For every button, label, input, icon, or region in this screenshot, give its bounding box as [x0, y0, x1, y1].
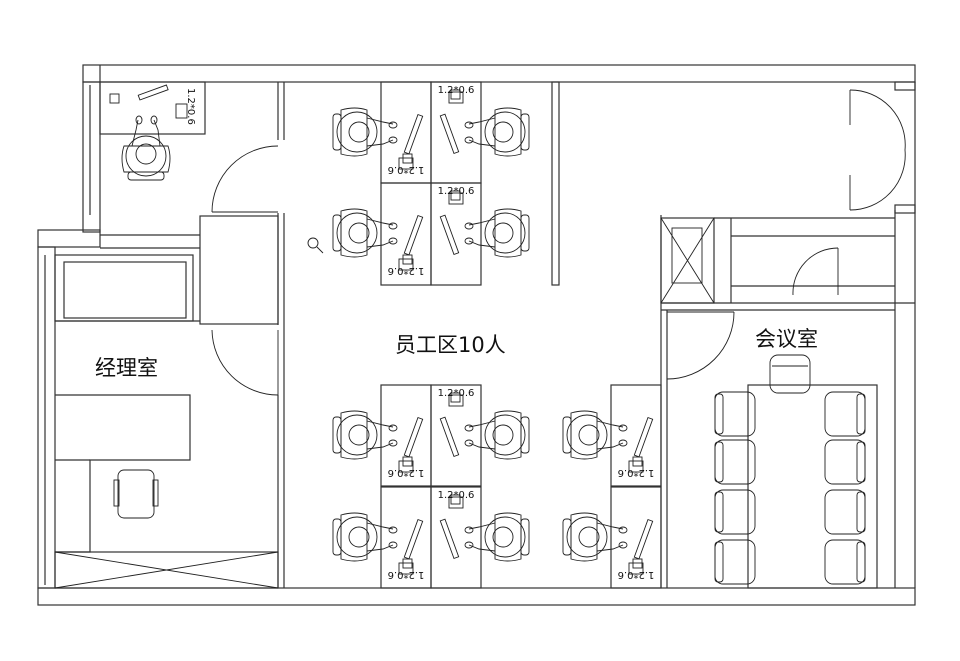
monitor-icon — [633, 518, 654, 560]
workstation-desk: 1.2*0.6 — [380, 81, 432, 184]
monitor-icon — [439, 518, 460, 560]
monitor-icon — [403, 518, 424, 560]
monitor-icon — [439, 214, 460, 256]
meeting-chair — [714, 489, 756, 535]
desk-size-label: 1.2*0.6 — [618, 467, 655, 478]
room-label-staff-area: 员工区10人 — [395, 333, 506, 357]
phone-icon — [402, 558, 413, 569]
small-office-desk: 1.2*0.6 — [99, 81, 206, 135]
meeting-chair — [714, 391, 756, 437]
desk-size-label: 1.2*0.6 — [438, 85, 475, 96]
phone-icon — [402, 153, 413, 164]
tray-icon — [448, 394, 464, 407]
meeting-chair — [824, 489, 866, 535]
meeting-chair — [714, 439, 756, 485]
tray-icon — [398, 562, 414, 575]
staff-person — [332, 512, 398, 562]
staff-person — [562, 512, 628, 562]
desk-size-label: 1.2*0.6 — [388, 265, 425, 276]
bottom-wall — [37, 587, 916, 606]
furniture: 1.2*0.6 1.2*0.6 1.2*0.6 1.2*0.6 1.2*0.6 1.2*0… — [99, 81, 866, 589]
staff-person — [332, 107, 398, 157]
phone-icon — [450, 89, 461, 100]
desk-size-label: 1.2*0.6 — [388, 569, 425, 580]
monitor-icon — [439, 416, 460, 458]
manager-chair — [113, 469, 159, 519]
staff-person — [464, 208, 530, 258]
meeting-chair — [824, 539, 866, 585]
room-label-meeting-room: 会议室 — [755, 327, 818, 351]
workstation-desk: 1.2*0.6 — [430, 486, 482, 589]
column-partition — [551, 81, 560, 286]
tray-icon — [448, 496, 464, 509]
desk-size-label: 1.2*0.6 — [438, 388, 475, 399]
meeting-room-door[interactable] — [666, 311, 735, 380]
top-wall — [82, 64, 916, 83]
desk-size-label: 1.2*0.6 — [388, 164, 425, 175]
small-office-person — [121, 115, 171, 181]
left-wall-lower — [37, 246, 56, 589]
phone-icon — [450, 190, 461, 201]
labels: 经理室 员工区10人 会议室 — [95, 327, 818, 380]
manager-office-door[interactable] — [211, 329, 279, 396]
monitor-icon — [633, 416, 654, 458]
phone-icon — [450, 392, 461, 403]
desk-size-label: 1.2*0.6 — [438, 490, 475, 501]
manager-cabinet — [54, 254, 194, 322]
workstation-desk: 1.2*0.6 — [380, 182, 432, 286]
left-wall-upper — [82, 81, 101, 233]
monitor-icon — [403, 214, 424, 256]
magnifier-icon — [307, 237, 324, 254]
storage-block — [199, 215, 279, 325]
desk-size-label: 1.2*0.6 — [618, 569, 655, 580]
phone-icon — [402, 456, 413, 467]
staff-person — [464, 107, 530, 157]
tray-icon — [448, 91, 464, 104]
desk-size-label: 1.2*0.6 — [185, 88, 196, 125]
workstation-desk: 1.2*0.6 — [610, 486, 662, 589]
printer-icon — [671, 227, 703, 284]
workstation-desk: 1.2*0.6 — [430, 81, 482, 184]
meeting-chair — [824, 439, 866, 485]
tray-icon — [628, 562, 644, 575]
meeting-chair — [824, 391, 866, 437]
staff-person — [332, 208, 398, 258]
desk-size-label: 1.2*0.6 — [388, 467, 425, 478]
tray-icon — [448, 192, 464, 205]
workstation-desk: 1.2*0.6 — [610, 384, 662, 487]
monitor-icon — [403, 416, 424, 458]
tray-icon — [398, 157, 414, 170]
phone-icon — [402, 254, 413, 265]
conference-table — [747, 384, 878, 589]
phone-icon — [632, 456, 643, 467]
storage-door[interactable] — [792, 247, 839, 296]
phone-icon — [632, 558, 643, 569]
workstation-desk: 1.2*0.6 — [430, 384, 482, 487]
desk-size-label: 1.2*0.6 — [438, 186, 475, 197]
manager-cabinet-bottom — [54, 551, 279, 589]
left-step-wall — [37, 229, 101, 248]
monitor-icon — [403, 113, 424, 155]
workstation-desk: 1.2*0.6 — [380, 486, 432, 589]
room-label-manager-office: 经理室 — [95, 356, 158, 380]
doors — [211, 89, 906, 396]
phone-icon — [450, 494, 461, 505]
staff-person — [332, 410, 398, 460]
workstation-desk: 1.2*0.6 — [430, 182, 482, 286]
meeting-head-chair — [769, 354, 811, 394]
manager-desk — [55, 394, 191, 553]
small-office-door[interactable] — [211, 145, 279, 213]
staff-person — [464, 512, 530, 562]
tray-icon — [628, 460, 644, 473]
monitor-icon — [439, 113, 460, 155]
main-entrance-double-door[interactable] — [849, 89, 906, 211]
staff-person — [562, 410, 628, 460]
tray-icon — [398, 258, 414, 271]
meeting-chair — [714, 539, 756, 585]
workstation-desk: 1.2*0.6 — [380, 384, 432, 487]
tray-icon — [398, 460, 414, 473]
staff-person — [464, 410, 530, 460]
